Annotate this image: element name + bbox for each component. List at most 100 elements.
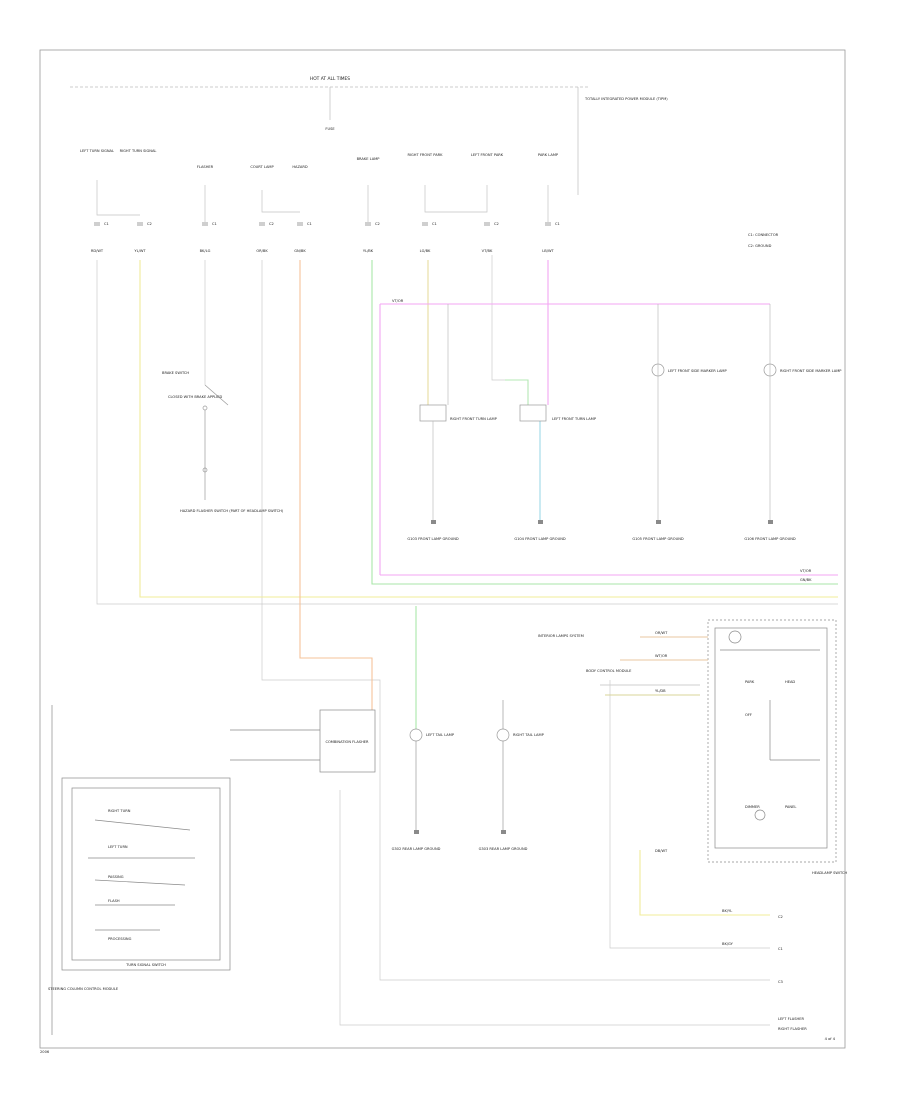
right-wire-label: BK/YL xyxy=(722,909,732,913)
ground-label: G106 FRONT LAMP GROUND xyxy=(744,537,796,541)
lamp-label: RIGHT FRONT SIDE MARKER LAMP xyxy=(780,369,842,373)
pin-label: C1 xyxy=(432,222,437,226)
footer-left: 2006 xyxy=(40,1050,50,1054)
headlamp-switch xyxy=(707,619,837,863)
connector-pin xyxy=(137,222,143,226)
connector-pin xyxy=(202,222,208,226)
right-connector-label: C1 xyxy=(778,947,783,951)
power-bus xyxy=(70,86,590,195)
lamp-label: LEFT TAIL LAMP xyxy=(426,733,455,737)
lamp-label: LEFT FRONT TURN LAMP xyxy=(552,417,597,421)
pin-label: C1 xyxy=(212,222,217,226)
relay-label: COMBINATION FLASHER xyxy=(325,740,369,744)
footer-right: 4 of 4 xyxy=(825,1037,836,1041)
pin-label: C2 xyxy=(494,222,499,226)
wire-label: OR/BK xyxy=(256,249,268,253)
fuse-label: LEFT TURN SIGNAL xyxy=(80,149,114,153)
green-wire xyxy=(371,260,838,585)
headlamp-item: PANEL xyxy=(785,805,796,809)
turn-switch-item: FLASH xyxy=(108,899,120,903)
bus-label: VT/OR xyxy=(800,569,812,573)
interior-lamps-label: INTERIOR LAMPS SYSTEM xyxy=(538,634,584,638)
main-fuse-label: FUSE xyxy=(325,127,335,131)
headlamp-item: PARK xyxy=(745,680,755,684)
wire-label: VT/BK xyxy=(482,249,493,253)
connector-pins xyxy=(94,222,551,226)
turn-switch-item: LEFT TURN xyxy=(108,845,128,849)
top-label: HOT AT ALL TIMES xyxy=(310,76,350,82)
headlamp-item: OFF xyxy=(745,713,752,717)
pin-label: C2 xyxy=(147,222,152,226)
flasher-relay xyxy=(230,709,376,773)
hazard-note: HAZARD FLASHER SWITCH (PART OF HEADLAMP … xyxy=(180,509,284,513)
lamp-label: RIGHT TAIL LAMP xyxy=(513,733,545,737)
headlamp-item: DIMMER xyxy=(745,805,760,809)
fuse-label: LEFT FRONT PARK xyxy=(471,153,504,157)
bus-label: VT/OR xyxy=(392,299,404,303)
lightgreen-wire xyxy=(505,379,529,405)
turn-switch-item: PASSING xyxy=(108,875,124,879)
wire-label: YL/BK xyxy=(363,249,374,253)
connector-pin xyxy=(365,222,371,226)
fuse-droppers xyxy=(96,180,549,222)
pin-label: C1 xyxy=(104,222,109,226)
pin-label: C2 xyxy=(269,222,274,226)
fuse-label: RIGHT TURN SIGNAL xyxy=(120,149,157,153)
yellow-wire xyxy=(139,260,838,598)
turn-switch-item: RIGHT TURN xyxy=(108,809,131,813)
side-note: STEERING COLUMN CONTROL MODULE xyxy=(48,987,119,991)
fuse-label: BRAKE LAMP xyxy=(357,157,381,161)
lamp-label: LEFT FRONT SIDE MARKER LAMP xyxy=(668,369,728,373)
pin-label: C1 xyxy=(307,222,312,226)
fuse-labels: LEFT TURN SIGNAL RIGHT TURN SIGNAL FLASH… xyxy=(80,149,559,169)
fuse-label: HAZARD xyxy=(292,165,308,169)
pin-label: C1 xyxy=(555,222,560,226)
connector-pin xyxy=(484,222,490,226)
wire-label: BK/LG xyxy=(200,249,211,253)
brake-switch xyxy=(202,384,229,500)
connector-pin xyxy=(94,222,100,226)
switch-label: BRAKE SWITCH xyxy=(162,371,189,375)
legend-item: C1: CONNECTOR xyxy=(748,233,779,237)
fuse-label: COURT LAMP xyxy=(250,165,274,169)
right-wire-label: YL/DB xyxy=(655,689,666,693)
ground-label: G104 FRONT LAMP GROUND xyxy=(514,537,566,541)
ground-label: G103 FRONT LAMP GROUND xyxy=(407,537,459,541)
fuse-label: RIGHT FRONT PARK xyxy=(407,153,443,157)
wire-label: LG/BK xyxy=(420,249,431,253)
right-wire-label: BK/GY xyxy=(722,942,734,946)
rear-grounds xyxy=(414,830,506,834)
grey-wires xyxy=(96,255,838,1026)
right-wire-label: DB/WT xyxy=(655,849,668,853)
wire-label: GN/BK xyxy=(294,249,306,253)
right-label: RIGHT FLASHER xyxy=(778,1027,807,1031)
wire-label: RD/WT xyxy=(91,249,104,253)
switch-label: CLOSED WITH BRAKE APPLIED xyxy=(168,395,222,399)
lamp-drops xyxy=(432,304,771,520)
wire-labels: RD/WT YL/WT BK/LG OR/BK GN/BK YL/BK LG/B… xyxy=(91,249,555,253)
wire-label: LB/WT xyxy=(542,249,554,253)
module-note: TOTALLY INTEGRATED POWER MODULE (TIPM) xyxy=(584,97,668,101)
front-grounds xyxy=(431,520,773,524)
lamp-right-front-turn xyxy=(419,404,447,422)
bus-label: GN/BK xyxy=(800,578,812,582)
diagram-frame xyxy=(39,49,846,1049)
connector-pin xyxy=(297,222,303,226)
rear-lamps xyxy=(409,700,510,830)
orange-wire xyxy=(299,260,373,710)
pin-labels: C1 C2 C1 C2 C1 C2 C1 C2 C1 xyxy=(104,222,560,226)
turn-signal-switch xyxy=(51,705,231,1035)
pin-label: C2 xyxy=(375,222,380,226)
right-label: LEFT FLASHER xyxy=(778,1017,804,1021)
fuse-label: PARK LAMP xyxy=(538,153,559,157)
turn-switch-title: TURN SIGNAL SWITCH xyxy=(125,963,166,967)
lamp-left-tail xyxy=(409,728,423,742)
connector-pin xyxy=(422,222,428,226)
right-connector-label: C3 xyxy=(778,980,783,984)
headlamp-item: HEAD xyxy=(785,680,795,684)
turn-switch-item: PROCESSING xyxy=(108,937,132,941)
wire-label: YL/WT xyxy=(134,249,146,253)
colored-wires xyxy=(139,260,838,916)
fuse-label: FLASHER xyxy=(197,165,214,169)
